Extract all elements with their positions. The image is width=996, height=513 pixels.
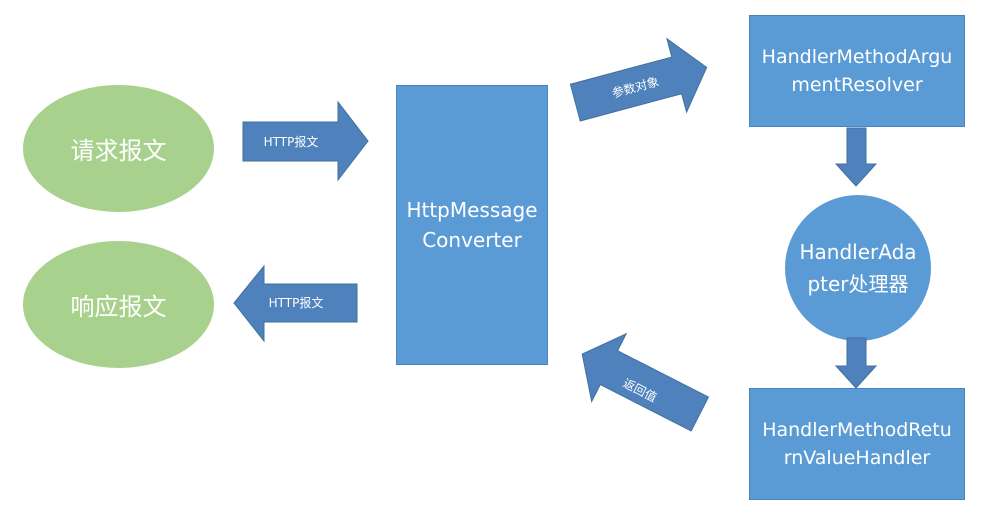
argument-resolver-label: HandlerMethodArgu mentResolver xyxy=(761,46,953,96)
handler-adapter-node: HandlerAda pter处理器 xyxy=(785,195,931,341)
request-message-node: 请求报文 xyxy=(23,85,214,212)
response-message-node: 响应报文 xyxy=(23,241,214,368)
http-response-arrow-label: HTTP报文 xyxy=(269,295,324,310)
resolver-to-adapter-arrow xyxy=(834,127,878,187)
http-message-converter-node: HttpMessage Converter xyxy=(396,85,548,365)
return-value-handler-node: HandlerMethodRetu rnValueHandler xyxy=(749,388,965,500)
argument-resolver-node: HandlerMethodArgu mentResolver xyxy=(749,15,965,127)
adapter-to-handler-arrow xyxy=(834,337,878,389)
handler-adapter-label: HandlerAda pter处理器 xyxy=(799,240,917,296)
http-request-arrow: HTTP报文 xyxy=(242,100,369,182)
http-request-arrow-label: HTTP报文 xyxy=(264,134,319,149)
http-message-converter-label: HttpMessage Converter xyxy=(406,198,538,252)
return-value-handler-label: HandlerMethodRetu rnValueHandler xyxy=(762,419,952,469)
response-message-label: 响应报文 xyxy=(70,293,167,321)
return-value-arrow xyxy=(581,332,710,432)
param-object-arrow: 参数对象 xyxy=(569,37,708,122)
request-message-label: 请求报文 xyxy=(70,137,167,165)
http-response-arrow: HTTP报文 xyxy=(233,264,358,343)
